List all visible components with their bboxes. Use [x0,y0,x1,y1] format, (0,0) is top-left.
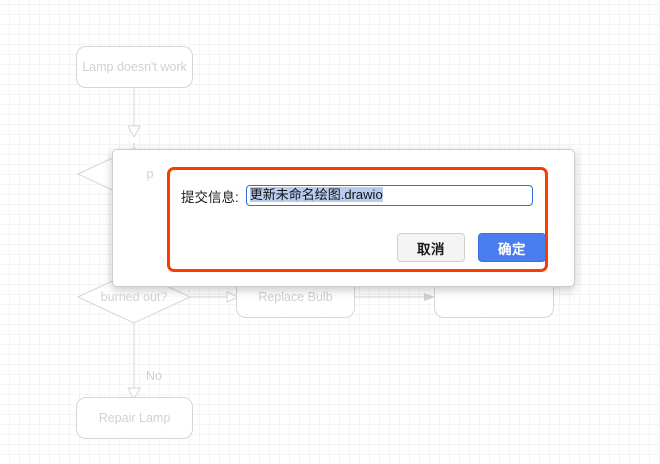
cancel-button[interactable]: 取消 [397,233,465,262]
flow-node-replace-label: Replace Bulb [258,290,333,304]
arrowhead-open-plugged [127,125,141,139]
commit-message-label: 提交信息: [181,189,239,205]
edge-label-no: No [146,369,162,383]
flow-node-start-label: Lamp doesn't work [82,60,187,74]
dialog-button-row: 取消 确定 [397,233,546,262]
flow-node-repair-label: Repair Lamp [98,411,171,425]
flow-node-burned-label: burned out? [100,290,168,304]
commit-message-field-row: 提交信息: 更新未命名绘图.drawio [181,185,533,206]
confirm-button[interactable]: 确定 [478,233,546,262]
flow-node-repair[interactable]: Repair Lamp [76,397,193,439]
commit-message-input-value: 更新未命名绘图.drawio [249,187,383,202]
commit-message-dialog: 提交信息: 更新未命名绘图.drawio 取消 确定 [112,149,575,287]
flow-node-start[interactable]: Lamp doesn't work [76,46,193,88]
highlight-annotation-box [167,167,548,272]
flow-node-plugged-label: p [146,167,154,181]
commit-message-input[interactable]: 更新未命名绘图.drawio [245,185,533,206]
